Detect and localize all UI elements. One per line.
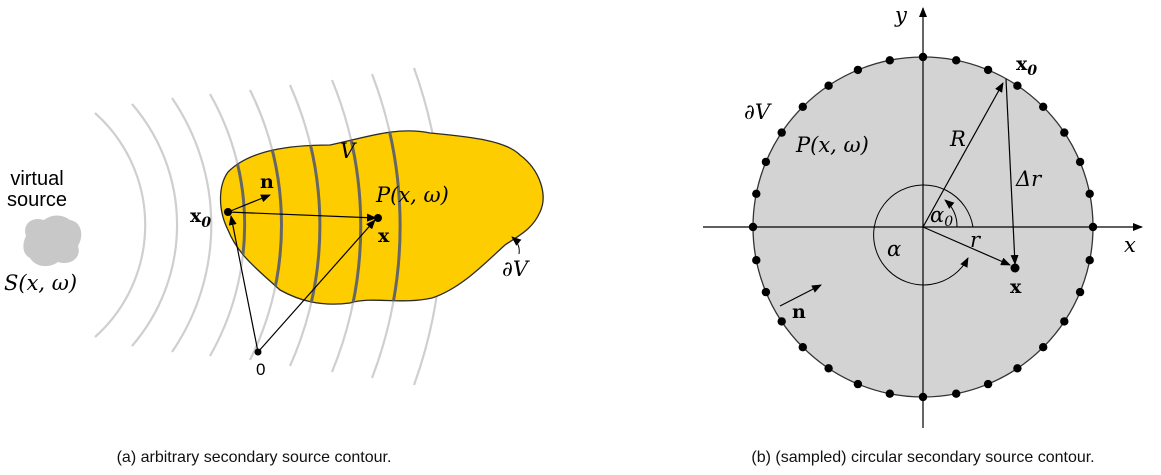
secondary-source-point	[761, 287, 771, 297]
radius-label: R	[949, 127, 966, 151]
secondary-source-point	[853, 379, 863, 389]
wavefront	[171, 97, 213, 353]
normal-label: n	[792, 301, 806, 323]
point-x-label: x	[1010, 276, 1022, 298]
point-x0-label: x0	[1016, 53, 1037, 79]
secondary-source-point	[798, 102, 807, 112]
vector-origin-to-x0	[228, 215, 259, 353]
secondary-source-point	[824, 81, 833, 90]
secondary-source-point	[983, 379, 993, 389]
secondary-source-point	[1085, 256, 1094, 265]
secondary-source-point	[853, 65, 863, 75]
secondary-source-point	[952, 389, 961, 398]
secondary-source-point	[752, 189, 761, 198]
secondary-source-point	[918, 52, 928, 62]
secondary-source-point	[798, 343, 807, 352]
vector-origin-to-x	[257, 219, 376, 353]
secondary-source-point	[1060, 128, 1069, 137]
origin-label: 0	[256, 360, 265, 379]
volume-label: V	[340, 139, 357, 163]
alpha0-arc	[944, 199, 958, 228]
point-x	[1010, 263, 1020, 273]
point-x0-label: x0	[190, 205, 211, 231]
secondary-source-point	[777, 128, 786, 137]
virtual-source-blob	[23, 215, 82, 267]
secondary-source-point	[824, 364, 833, 373]
secondary-source-point	[1060, 317, 1069, 326]
secondary-sources	[748, 52, 1098, 402]
caption-b: (b) (sampled) circular secondary source …	[751, 449, 1094, 466]
radius-vector	[922, 82, 1004, 228]
secondary-source-point	[952, 56, 961, 65]
secondary-source-point	[752, 256, 761, 265]
point-x-label: x	[378, 225, 390, 247]
secondary-source-point	[1085, 189, 1094, 198]
normal-vector	[779, 284, 822, 307]
y-axis-label: y	[894, 3, 908, 27]
vector-x0-to-x	[227, 211, 377, 222]
virtual-source-label: source	[7, 189, 67, 211]
secondary-source-point	[885, 56, 894, 65]
r-label: r	[970, 228, 982, 252]
boundary-pointer	[511, 236, 522, 255]
secondary-source-point	[983, 65, 993, 75]
field-label: P(x, ω)	[795, 133, 869, 157]
wavefronts-inside	[220, 130, 402, 305]
boundary-label: ∂V	[744, 100, 772, 124]
delta-r-label: Δr	[1015, 167, 1043, 191]
r-vector	[922, 226, 1011, 266]
secondary-source-point	[885, 389, 894, 398]
origin-point	[254, 348, 262, 356]
point-x0	[224, 208, 232, 216]
normal-vector	[227, 194, 271, 213]
secondary-source-point	[1075, 157, 1085, 167]
wavefront	[131, 103, 179, 347]
secondary-source-point	[1039, 102, 1048, 112]
panel-b: x y x0 x n ∂V P(x, ω) R Δr r α α0 (b) (s…	[703, 3, 1143, 466]
point-x	[374, 214, 382, 222]
virtual-source-label: virtual	[10, 168, 63, 190]
secondary-source-point	[1013, 81, 1022, 90]
normal-label: n	[260, 171, 274, 193]
boundary-label: ∂V	[502, 257, 530, 281]
vectors	[227, 194, 377, 353]
alpha-label: α	[887, 237, 901, 261]
secondary-source-point	[1013, 364, 1022, 373]
secondary-source-point	[918, 392, 928, 402]
secondary-source-point	[777, 317, 786, 326]
x-axis-label: x	[1124, 233, 1136, 257]
secondary-source-point	[1075, 287, 1085, 297]
wavefront	[94, 112, 147, 338]
alpha0-label: α0	[930, 203, 953, 230]
secondary-source-point	[748, 222, 758, 232]
alpha-arc	[873, 184, 974, 286]
secondary-source-point	[1088, 222, 1098, 232]
caption-a: (a) arbitrary secondary source contour.	[117, 449, 392, 466]
delta-r-vector	[1005, 78, 1019, 265]
secondary-source-point	[1039, 343, 1048, 352]
field-label: P(x, ω)	[375, 183, 449, 207]
secondary-source-point	[761, 157, 771, 167]
source-function-label: S(x, ω)	[4, 271, 77, 295]
panel-a: virtual source S(x, ω) x0 n x P(x, ω) V …	[4, 67, 544, 466]
